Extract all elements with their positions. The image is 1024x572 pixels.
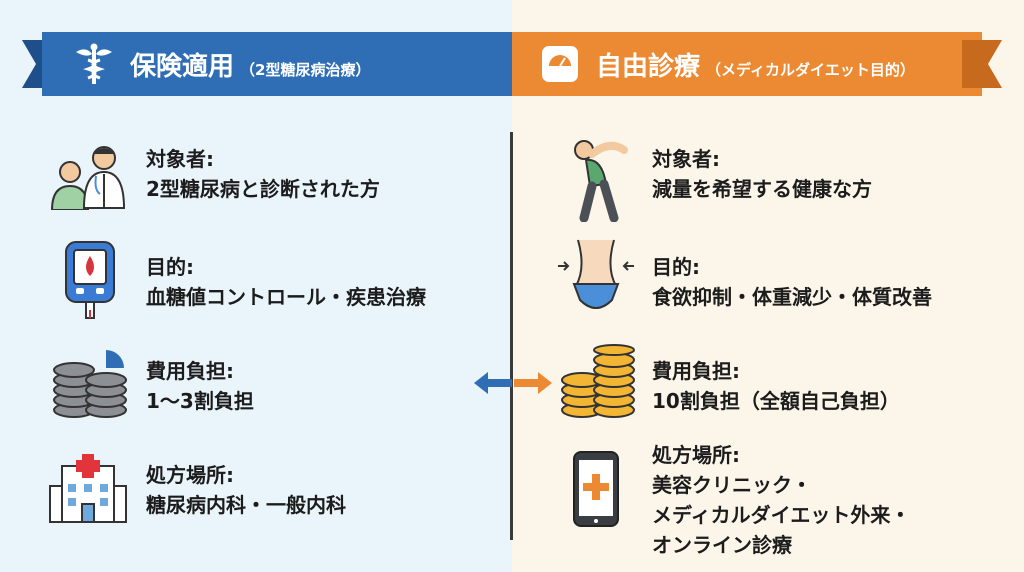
coin-stack-gold-icon	[558, 344, 638, 424]
coin-stack-gray-icon	[50, 348, 130, 424]
self-pay-title: 自由診療（メディカルダイエット目的）	[596, 52, 915, 82]
item-value: 食欲抑制・体重減少・体質改善	[652, 285, 932, 309]
item-value-line: 美容クリニック・	[652, 473, 812, 497]
item-label: 対象者:	[146, 147, 214, 171]
waist-slimming-icon	[556, 238, 636, 322]
item-label: 処方場所:	[652, 443, 740, 467]
insurance-cost-item: 費用負担: 1〜3割負担	[146, 356, 254, 416]
item-label: 処方場所:	[146, 463, 234, 487]
double-arrow-icon	[474, 368, 552, 402]
item-label: 費用負担:	[146, 359, 234, 383]
item-value: 減量を希望する健康な方	[652, 177, 872, 201]
patient-doctor-icon	[48, 142, 130, 214]
insurance-purpose-item: 目的: 血糖値コントロール・疾患治療	[146, 252, 426, 312]
smartphone-medical-icon	[572, 450, 620, 532]
center-divider	[510, 132, 513, 540]
item-label: 費用負担:	[652, 359, 740, 383]
self-pay-target-item: 対象者: 減量を希望する健康な方	[652, 144, 872, 204]
glucose-meter-icon	[62, 240, 118, 324]
item-value: 1〜3割負担	[146, 389, 254, 413]
item-label: 目的:	[652, 255, 700, 279]
item-value: 血糖値コントロール・疾患治療	[146, 285, 426, 309]
item-label: 対象者:	[652, 147, 720, 171]
hospital-icon	[48, 452, 128, 528]
item-value: 糖尿病内科・一般内科	[146, 493, 346, 517]
item-value: 2型糖尿病と診断された方	[146, 177, 380, 201]
self-pay-cost-item: 費用負担: 10割負担（全額自己負担）	[652, 356, 900, 416]
insurance-banner: 保険適用（2型糖尿病治療）	[22, 32, 512, 96]
insurance-target-item: 対象者: 2型糖尿病と診断された方	[146, 144, 380, 204]
stretching-person-icon	[566, 136, 632, 226]
item-value-line: メディカルダイエット外来・	[652, 503, 911, 527]
insurance-title: 保険適用（2型糖尿病治療）	[130, 52, 371, 82]
self-pay-purpose-item: 目的: 食欲抑制・体重減少・体質改善	[652, 252, 932, 312]
item-value-line: オンライン診療	[652, 533, 792, 557]
insurance-place-item: 処方場所: 糖尿病内科・一般内科	[146, 460, 346, 520]
self-pay-place-item: 処方場所: 美容クリニック・ メディカルダイエット外来・ オンライン診療	[652, 440, 910, 560]
item-value: 10割負担（全額自己負担）	[652, 389, 900, 413]
self-pay-banner: 自由診療（メディカルダイエット目的）	[512, 32, 1002, 96]
item-label: 目的:	[146, 255, 194, 279]
